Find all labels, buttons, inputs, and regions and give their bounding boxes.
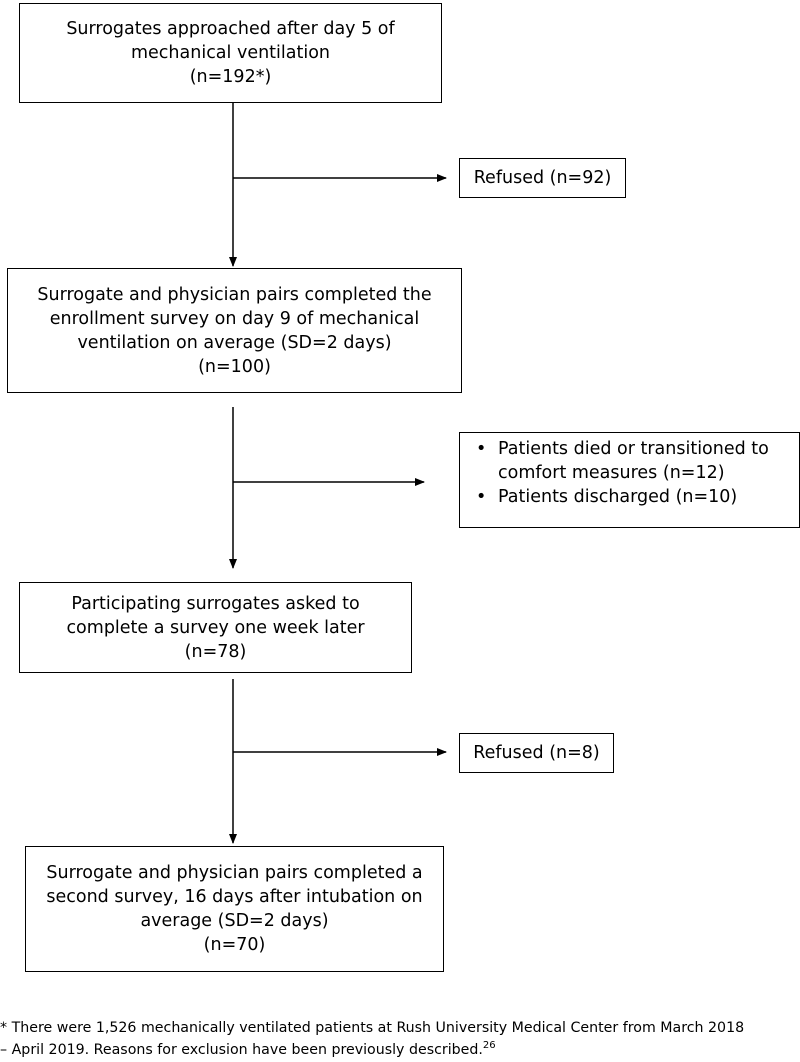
- asked-box: Participating surrogates asked to comple…: [19, 582, 412, 673]
- enrollment-line-2: enrollment survey on day 9 of mechanical: [49, 308, 420, 329]
- enrollment-line-1: Surrogate and physician pairs completed …: [37, 284, 432, 305]
- exclusion-died-line-1: Patients died or transitioned to: [498, 439, 769, 459]
- footnote: * There were 1,526 mechanically ventilat…: [0, 1017, 800, 1061]
- exclusions-list: Patients died or transitioned to comfort…: [470, 437, 791, 509]
- second-survey-line-2: second survey, 16 days after intubation …: [46, 887, 423, 907]
- footnote-line-2-text: – April 2019. Reasons for exclusion have…: [0, 1042, 483, 1058]
- asked-line-3: (n=78): [184, 641, 247, 662]
- exclusion-item-discharged: Patients discharged (n=10): [470, 485, 791, 509]
- approached-line-1: Surrogates approached after day 5 of: [66, 19, 395, 39]
- asked-line-1: Participating surrogates asked to: [71, 593, 360, 614]
- second-survey-line-3: average (SD=2 days): [140, 911, 329, 931]
- refused-1-label: Refused (n=92): [473, 168, 612, 188]
- exclusion-discharged-line-1: Patients discharged (n=10): [498, 487, 738, 507]
- asked-line-2: complete a survey one week later: [66, 617, 365, 638]
- approached-box: Surrogates approached after day 5 of mec…: [19, 3, 442, 103]
- second-survey-line-1: Surrogate and physician pairs completed …: [46, 863, 423, 883]
- second-survey-line-4: (n=70): [203, 935, 266, 955]
- refused-box-2: Refused (n=8): [459, 733, 614, 773]
- exclusions-box: Patients died or transitioned to comfort…: [459, 432, 800, 528]
- footnote-line-2: – April 2019. Reasons for exclusion have…: [0, 1039, 800, 1061]
- exclusion-died-line-2: comfort measures (n=12): [498, 463, 725, 483]
- footnote-line-1: * There were 1,526 mechanically ventilat…: [0, 1020, 745, 1036]
- second-survey-box: Surrogate and physician pairs completed …: [25, 846, 444, 972]
- approached-line-2: mechanical ventilation: [130, 43, 331, 63]
- enrollment-line-3: ventilation on average (SD=2 days): [77, 332, 392, 353]
- exclusion-item-died: Patients died or transitioned to comfort…: [470, 437, 791, 485]
- footnote-reference: 26: [482, 1040, 496, 1051]
- refused-box-1: Refused (n=92): [459, 158, 626, 198]
- enrollment-line-4: (n=100): [198, 356, 271, 377]
- enrollment-box: Surrogate and physician pairs completed …: [7, 268, 462, 393]
- refused-2-label: Refused (n=8): [473, 743, 600, 763]
- approached-line-3: (n=192*): [189, 67, 272, 87]
